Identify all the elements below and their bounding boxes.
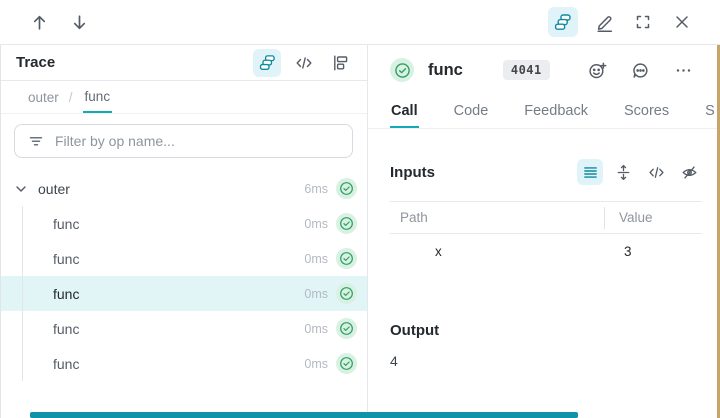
input-value-cell: 3	[624, 243, 632, 259]
success-status-icon	[336, 213, 357, 234]
tree-node-duration: 0ms	[304, 251, 328, 266]
arrow-up-icon	[30, 13, 49, 32]
progress-bar	[30, 412, 578, 418]
output-heading: Output	[390, 322, 440, 339]
fullscreen-icon	[634, 13, 652, 31]
tree-node-label: func	[53, 250, 80, 267]
inputs-heading: Inputs	[390, 163, 435, 181]
tab-scores[interactable]: Scores	[623, 102, 670, 119]
top-toolbar	[0, 0, 720, 45]
edit-button[interactable]	[591, 9, 617, 35]
success-status-icon	[336, 318, 357, 339]
trace-view-toggle-button[interactable]	[548, 7, 578, 37]
tree-indent-guide	[22, 206, 23, 381]
breadcrumb: outer / func	[0, 81, 367, 114]
tab-feedback[interactable]: Feedback	[524, 102, 588, 119]
op-filter	[14, 124, 353, 158]
success-status-icon	[390, 58, 414, 82]
column-header-path: Path	[400, 210, 428, 225]
tree-node-label: func	[53, 285, 80, 302]
tree-node-duration: 0ms	[304, 216, 328, 231]
tab-code[interactable]: Code	[453, 102, 489, 119]
code-view-button[interactable]	[291, 50, 317, 76]
arrow-up-button[interactable]	[26, 9, 52, 35]
add-reaction-icon	[588, 61, 607, 80]
hide-icon	[681, 164, 698, 181]
call-detail-panel: func 4041	[368, 45, 720, 418]
expand-rows-button[interactable]	[610, 159, 636, 185]
chevron-down-icon[interactable]	[12, 180, 30, 198]
add-reaction-button[interactable]	[584, 57, 610, 83]
close-button[interactable]	[669, 9, 695, 35]
edit-icon	[595, 13, 614, 32]
list-view-button[interactable]	[577, 159, 603, 185]
inputs-table: Path Value x 3	[390, 201, 702, 268]
trace-tree: outer 6ms func 0ms func 0ms	[0, 171, 367, 418]
hide-values-button[interactable]	[676, 159, 702, 185]
breadcrumb-item-outer[interactable]: outer	[28, 89, 59, 105]
tree-node-duration: 0ms	[304, 286, 328, 301]
arrow-down-icon	[70, 13, 89, 32]
expand-rows-icon	[615, 164, 632, 181]
success-status-icon	[336, 248, 357, 269]
page-right-edge	[717, 45, 720, 418]
filter-input[interactable]	[55, 133, 342, 149]
breadcrumb-separator: /	[68, 89, 73, 105]
table-row: x 3	[390, 234, 702, 268]
call-title: func	[428, 60, 463, 79]
window-left-edge	[0, 45, 1, 418]
flame-graph-icon	[331, 54, 349, 72]
tree-view-button[interactable]	[253, 48, 281, 77]
success-status-icon	[336, 178, 357, 199]
comment-icon	[631, 61, 650, 80]
tree-row-func[interactable]: func 0ms	[0, 241, 367, 276]
comment-button[interactable]	[627, 57, 653, 83]
flame-graph-view-button[interactable]	[327, 50, 353, 76]
tab-call[interactable]: Call	[390, 95, 419, 128]
tree-node-label: func	[53, 320, 80, 337]
output-value: 4	[390, 353, 398, 369]
close-icon	[673, 13, 691, 31]
tree-row-func[interactable]: func 0ms	[0, 311, 367, 346]
code-view-button[interactable]	[643, 159, 669, 185]
call-id-badge[interactable]: 4041	[502, 60, 550, 80]
stack-icon	[554, 13, 572, 31]
trace-nav-arrows	[26, 9, 92, 35]
tree-node-label: func	[53, 355, 80, 372]
fullscreen-button[interactable]	[630, 9, 656, 35]
input-path-cell: x	[435, 243, 442, 259]
inputs-table-header: Path Value	[390, 202, 702, 234]
list-view-icon	[582, 164, 599, 181]
code-view-icon	[648, 164, 665, 181]
trace-panel-title: Trace	[16, 54, 56, 71]
code-icon	[295, 54, 313, 72]
tree-row-func-selected[interactable]: func 0ms	[0, 276, 367, 311]
tree-node-duration: 0ms	[304, 321, 328, 336]
tree-row-func[interactable]: func 0ms	[0, 346, 367, 381]
tree-row-outer[interactable]: outer 6ms	[0, 171, 367, 206]
tree-node-duration: 6ms	[304, 181, 328, 196]
tree-node-label: func	[53, 215, 80, 232]
tab-summary-truncated[interactable]: S	[705, 102, 715, 119]
overflow-menu-icon	[675, 62, 692, 79]
breadcrumb-item-func[interactable]: func	[82, 81, 113, 113]
success-status-icon	[336, 283, 357, 304]
tree-node-label: outer	[38, 180, 70, 197]
filter-icon	[27, 132, 45, 150]
arrow-down-button[interactable]	[66, 9, 92, 35]
success-status-icon	[336, 353, 357, 374]
tree-node-duration: 0ms	[304, 356, 328, 371]
detail-tabs: Call Code Feedback Scores S	[368, 95, 720, 129]
tree-row-func[interactable]: func 0ms	[0, 206, 367, 241]
trace-panel: Trace oute	[0, 45, 368, 418]
overflow-menu-button[interactable]	[670, 57, 696, 83]
stack-icon	[259, 54, 276, 71]
column-header-value: Value	[604, 206, 702, 229]
